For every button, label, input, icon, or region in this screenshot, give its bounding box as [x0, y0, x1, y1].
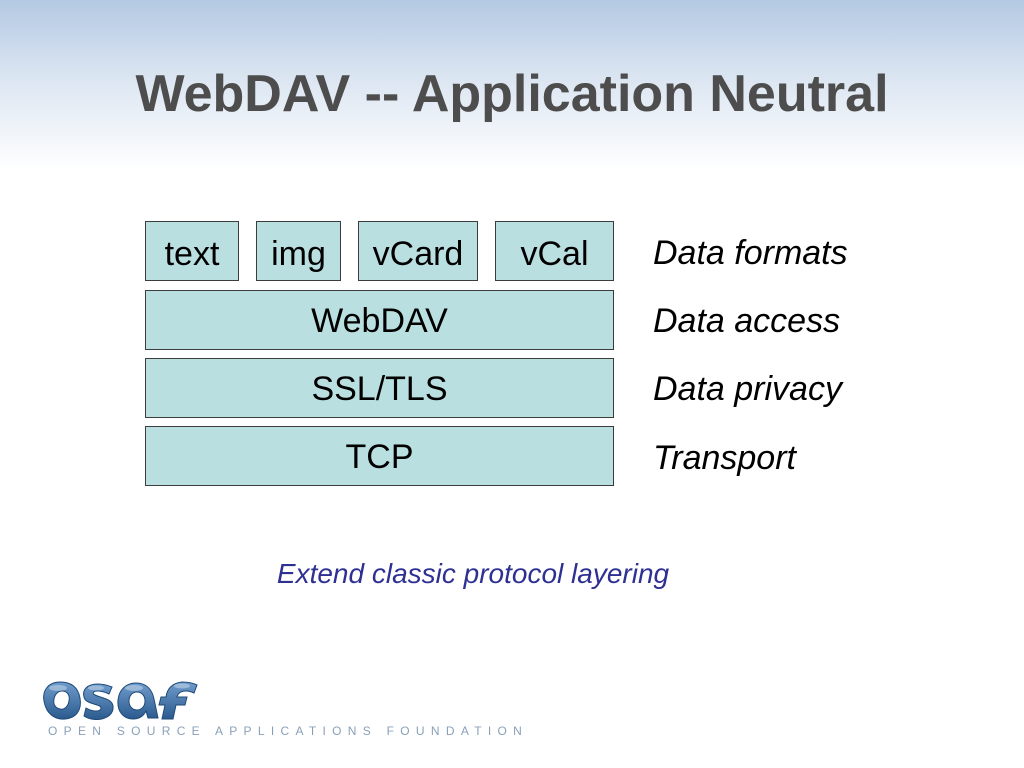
format-box-vcard: vCard [358, 221, 478, 281]
format-box-text: text [145, 221, 239, 281]
row-label-data-formats: Data formats [653, 234, 848, 272]
layer-box-webdav: WebDAV [145, 290, 614, 350]
osaf-foundation-name: OPEN SOURCE APPLICATIONS FOUNDATION [48, 724, 529, 738]
diagram-caption: Extend classic protocol layering [276, 558, 670, 589]
row-label-data-access: Data access [653, 302, 841, 340]
format-box-img: img [256, 221, 341, 281]
layer-box-ssl-tls: SSL/TLS [145, 358, 614, 418]
row-label-data-privacy: Data privacy [653, 370, 842, 408]
row-label-transport: Transport [653, 439, 796, 477]
format-box-vcal: vCal [495, 221, 614, 281]
layer-box-tcp: TCP [145, 426, 614, 486]
osaf-logo-mark [43, 681, 198, 720]
slide-title: WebDAV -- Application Neutral [135, 65, 889, 123]
